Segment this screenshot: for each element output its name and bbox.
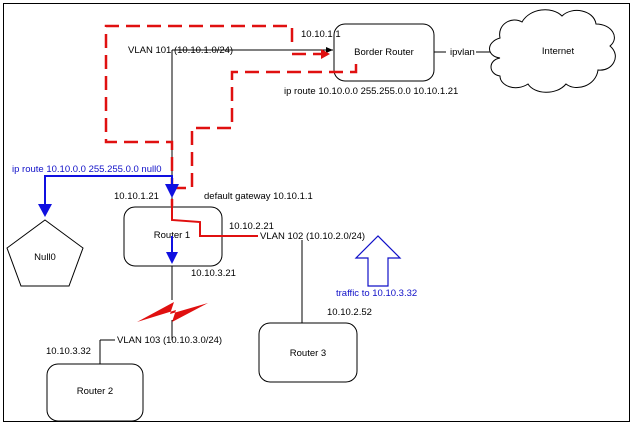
serial-link-bolt-icon <box>137 302 208 322</box>
border-router-ip-label: 10.10.1.1 <box>301 29 341 40</box>
null-ip-route-label: ip route 10.10.0.0 255.255.0.0 null0 <box>12 164 161 175</box>
default-gateway-label: default gateway 10.10.1.1 <box>204 191 313 202</box>
router3-node[interactable] <box>258 322 358 383</box>
border-ip-route-label: ip route 10.10.0.0 255.255.0.0 10.10.1.2… <box>284 86 458 97</box>
router3-label: Router 3 <box>290 348 326 359</box>
router2-ip-label: 10.10.3.32 <box>46 346 91 357</box>
router1-arrowhead-icon <box>165 184 179 198</box>
vlan103-label: VLAN 103 (10.10.3.0/24) <box>117 335 222 346</box>
router1-bottom-ip-label: 10.10.3.21 <box>191 268 236 279</box>
internet-cloud-icon[interactable] <box>489 9 616 93</box>
vlan102-label: VLAN 102 (10.10.2.0/24) <box>260 231 365 242</box>
internet-label: Internet <box>542 46 575 57</box>
traffic-up-arrow-icon <box>354 235 402 287</box>
border-router-label: Border Router <box>354 47 414 58</box>
router1-down-arrowhead-icon <box>166 252 178 264</box>
null0-node[interactable] <box>6 219 84 287</box>
vlan101-label: VLAN 101 (10.10.1.0/24) <box>128 45 233 56</box>
routing-loop-router1-path <box>171 206 258 237</box>
null0-label: Null0 <box>34 252 56 263</box>
router2-node[interactable] <box>46 363 144 422</box>
router2-label: Router 2 <box>77 386 113 397</box>
router1-label: Router 1 <box>154 230 190 241</box>
ipvlan-label: ipvlan <box>450 47 475 58</box>
border-router-node[interactable] <box>333 23 435 82</box>
traffic-label: traffic to 10.10.3.32 <box>336 288 417 299</box>
router1-top-ip-label: 10.10.1.21 <box>114 191 159 202</box>
routing-loop-return-dashed-path <box>176 64 358 190</box>
router1-right-ip-label: 10.10.2.21 <box>229 221 274 232</box>
null-route-arrowhead-icon <box>38 204 52 217</box>
null-route-path <box>44 175 173 206</box>
diagram-frame <box>3 3 630 422</box>
router3-ip-label: 10.10.2.52 <box>327 307 372 318</box>
